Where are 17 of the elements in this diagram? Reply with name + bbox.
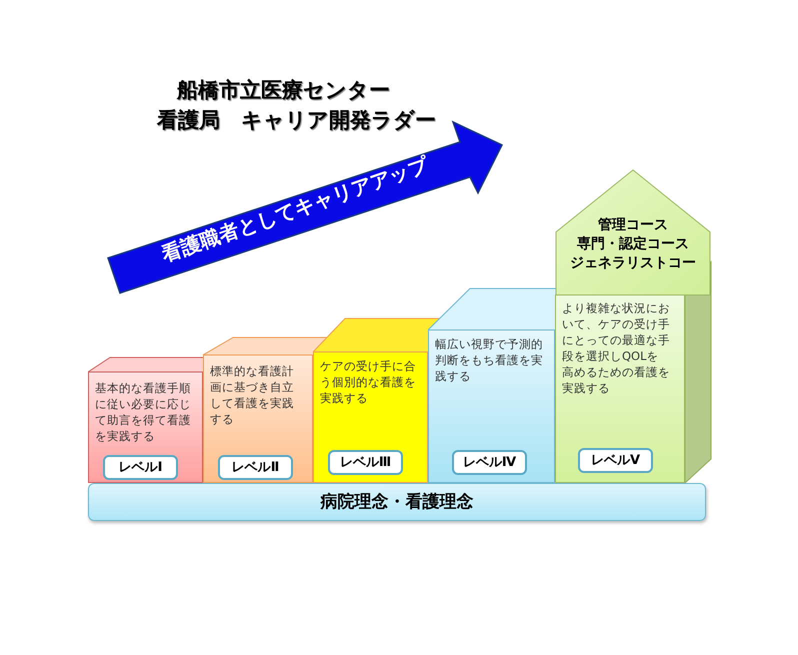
level-description: 標準的な看護計画に基づき自立して看護を実践する: [210, 363, 295, 427]
arrow-text: 看護職者としてキャリアアップ: [158, 152, 432, 268]
level-description: より複雑な状況において、ケアの受け手にとっての最適な手段を選択しQOLを高めるための看護を実践する: [562, 300, 670, 396]
course-name: ジェネラリストコー: [569, 254, 697, 273]
title: 船橋市立医療センター: [177, 77, 390, 104]
subtitle: 看護局 キャリア開発ラダー: [157, 107, 436, 134]
level-badge: レベルⅣ: [452, 450, 527, 475]
course-name: 管理コース: [597, 216, 669, 235]
level-description: 基本的な看護手順に従い必要に応じて助言を得て看護を実践する: [95, 380, 192, 444]
level-badge: レベルⅤ: [578, 448, 653, 473]
course-name: 専門・認定コース: [576, 235, 690, 254]
level-badge: レベルⅠ: [103, 455, 178, 480]
level-badge: レベルⅢ: [328, 450, 403, 475]
level-description: ケアの受け手に合う個別的な看護を実践する: [320, 358, 417, 406]
foundation-bar: 病院理念・看護理念: [88, 483, 706, 521]
level-description: 幅広い視野で予測的判断をもち看護を実践する: [435, 336, 544, 384]
level-badge: レベルⅡ: [218, 455, 293, 480]
